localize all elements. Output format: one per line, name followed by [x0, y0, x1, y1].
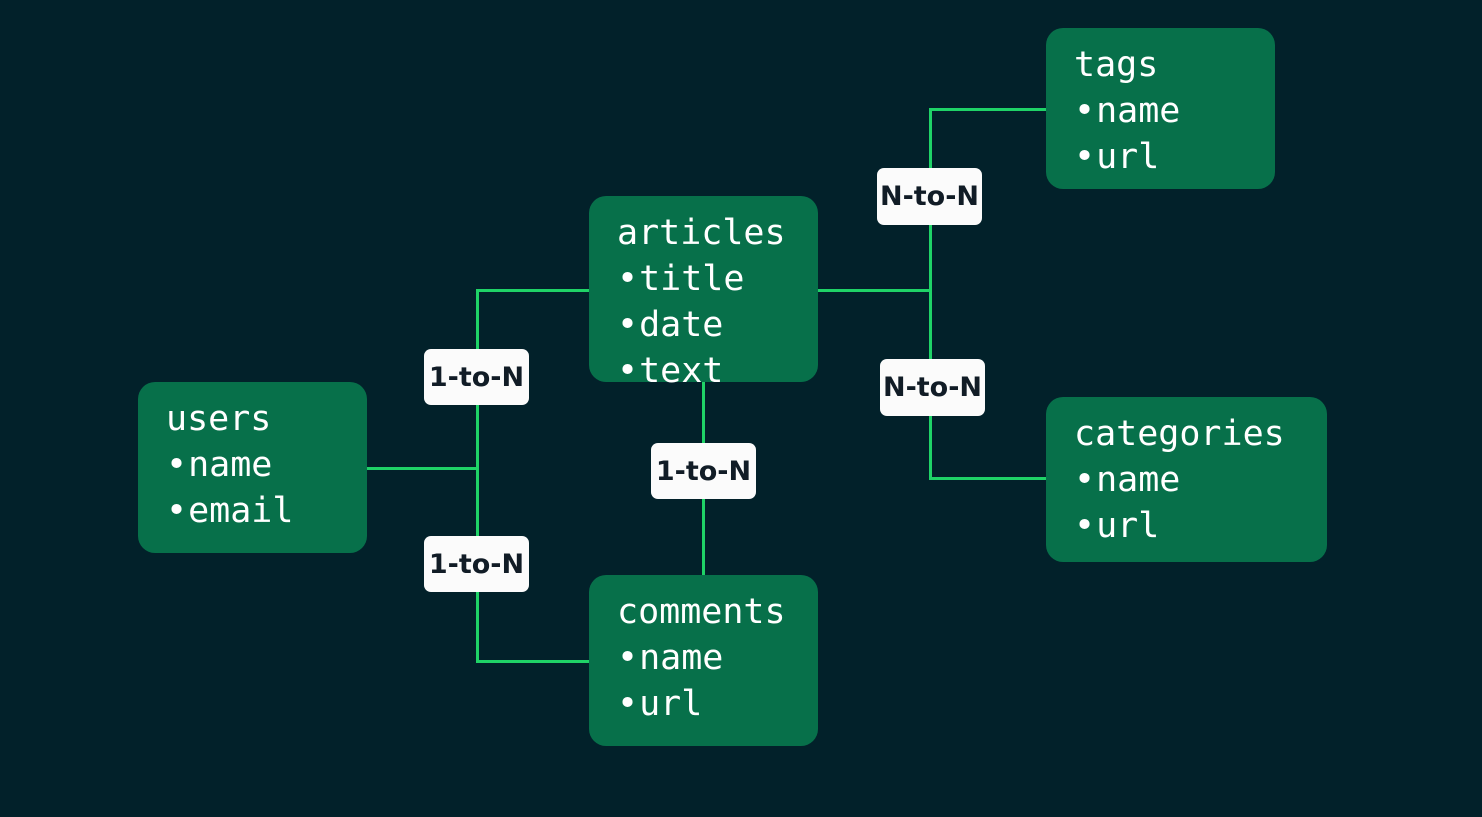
entity-title: users [166, 399, 272, 439]
entity-field: name [617, 635, 790, 681]
entity-field: url [1074, 503, 1299, 549]
connector-left-spine [476, 289, 479, 663]
entity-title: comments [617, 592, 786, 632]
entity-tags[interactable]: tagsnameurl [1046, 28, 1275, 189]
entity-field: email [166, 488, 339, 534]
entity-users[interactable]: usersnameemail [138, 382, 367, 553]
connector-tags-left-stub [929, 108, 1049, 111]
connector-comments-left-stub [476, 660, 590, 663]
entity-articles[interactable]: articlestitledatetext [589, 196, 818, 391]
entity-field: title [617, 256, 790, 302]
connector-right-spine [929, 108, 932, 479]
relationship-label-users-articles[interactable]: 1-to-N [424, 349, 529, 405]
relationship-label-articles-tags[interactable]: N-to-N [877, 168, 982, 225]
connector-articles-right-stub [818, 289, 932, 292]
connector-categories-left-stub [929, 477, 1049, 480]
relationship-label-articles-comments[interactable]: 1-to-N [651, 443, 756, 499]
entity-categories[interactable]: categoriesnameurl [1046, 397, 1327, 562]
entity-field: url [1074, 134, 1247, 180]
entity-title: categories [1074, 414, 1285, 454]
entity-field: name [166, 442, 339, 488]
entity-field-list: nameemail [166, 442, 339, 534]
relationship-label-users-comments[interactable]: 1-to-N [424, 536, 529, 592]
entity-title: articles [617, 213, 786, 253]
relationship-label-articles-categories[interactable]: N-to-N [880, 359, 985, 416]
entity-field: name [1074, 88, 1247, 134]
entity-field-list: nameurl [1074, 88, 1247, 180]
entity-field-list: nameurl [617, 635, 790, 727]
entity-comments[interactable]: commentsnameurl [589, 575, 818, 746]
entity-field: url [617, 681, 790, 727]
connector-users-right-stub [367, 467, 479, 470]
entity-field: text [617, 348, 790, 394]
connector-articles-left-stub [476, 289, 590, 292]
entity-field: date [617, 302, 790, 348]
entity-field-list: nameurl [1074, 457, 1299, 549]
entity-title: tags [1074, 45, 1159, 85]
entity-field: name [1074, 457, 1299, 503]
entity-field-list: titledatetext [617, 256, 790, 394]
